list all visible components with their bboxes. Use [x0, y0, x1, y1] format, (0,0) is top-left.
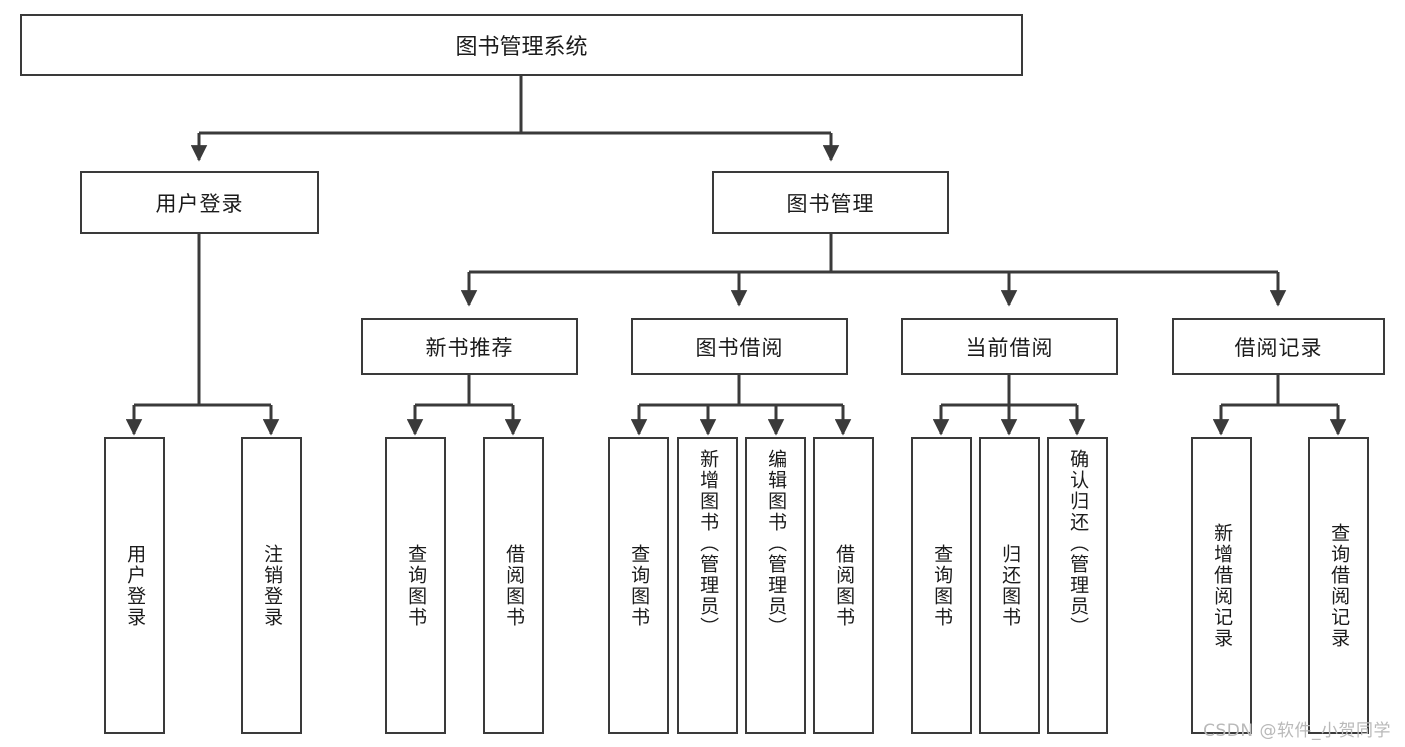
node-current-borrow[interactable]: 当前借阅	[901, 318, 1118, 375]
leaf-edit-book-admin[interactable]: 编辑图书（管理员）	[745, 437, 806, 734]
node-label: 当前借阅	[965, 335, 1054, 360]
node-label: 用户登录	[124, 543, 147, 628]
node-label: 查询图书	[405, 543, 428, 628]
leaf-return-book[interactable]: 归还图书	[979, 437, 1040, 734]
leaf-query-borrow-record[interactable]: 查询借阅记录	[1308, 437, 1369, 734]
node-label: 借阅图书	[833, 543, 856, 628]
node-label: 图书管理系统	[455, 35, 588, 60]
node-root-book-management-system[interactable]: 图书管理系统	[20, 14, 1023, 76]
node-label: 确认归还（管理员）	[1067, 449, 1090, 638]
watermark: CSDN @软件_小贺同学	[1203, 721, 1391, 741]
node-label: 查询图书	[628, 543, 651, 628]
node-label: 借阅记录	[1234, 335, 1323, 360]
node-label: 查询借阅记录	[1328, 522, 1351, 649]
node-label: 借阅图书	[503, 543, 526, 628]
node-label: 新增借阅记录	[1211, 522, 1234, 649]
node-new-book-recommend[interactable]: 新书推荐	[361, 318, 578, 375]
leaf-logout[interactable]: 注销登录	[241, 437, 302, 734]
leaf-add-book-admin[interactable]: 新增图书（管理员）	[677, 437, 738, 734]
leaf-add-borrow-record[interactable]: 新增借阅记录	[1191, 437, 1252, 734]
leaf-borrow-book-new[interactable]: 借阅图书	[483, 437, 544, 734]
node-label: 图书管理	[786, 191, 875, 216]
leaf-query-book-borrow[interactable]: 查询图书	[608, 437, 669, 734]
leaf-confirm-return-admin[interactable]: 确认归还（管理员）	[1047, 437, 1108, 734]
node-label: 归还图书	[999, 543, 1022, 628]
node-label: 注销登录	[261, 543, 284, 628]
node-label: 新书推荐	[425, 335, 514, 360]
leaf-user-login[interactable]: 用户登录	[104, 437, 165, 734]
node-label: 用户登录	[155, 191, 244, 216]
leaf-query-book-new[interactable]: 查询图书	[385, 437, 446, 734]
node-label: 查询图书	[931, 543, 954, 628]
node-book-borrow[interactable]: 图书借阅	[631, 318, 848, 375]
node-label: 新增图书（管理员）	[697, 449, 720, 638]
node-borrow-record[interactable]: 借阅记录	[1172, 318, 1385, 375]
node-user-login[interactable]: 用户登录	[80, 171, 319, 234]
node-label: 编辑图书（管理员）	[765, 449, 788, 638]
leaf-query-book-current[interactable]: 查询图书	[911, 437, 972, 734]
leaf-borrow-book[interactable]: 借阅图书	[813, 437, 874, 734]
node-label: 图书借阅	[695, 335, 784, 360]
node-book-management[interactable]: 图书管理	[712, 171, 949, 234]
